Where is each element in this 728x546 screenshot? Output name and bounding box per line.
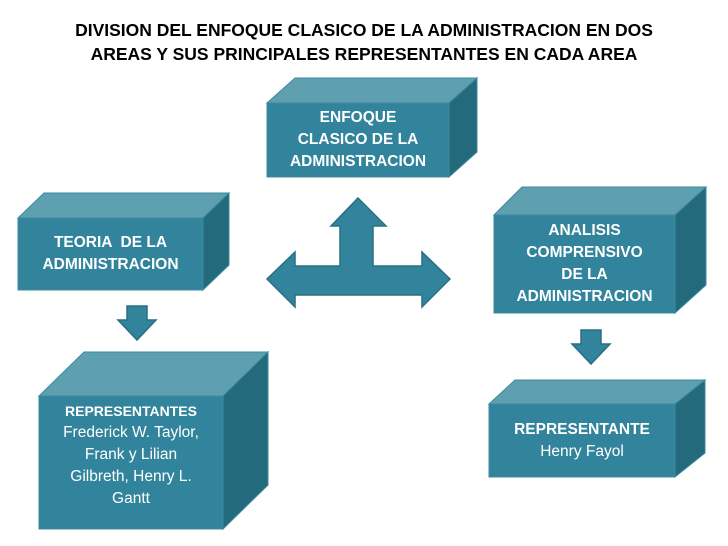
text-line: ADMINISTRACION: [516, 288, 653, 305]
title-line-1: DIVISION DEL ENFOQUE CLASICO DE LA ADMIN…: [75, 20, 653, 40]
text-line: ADMINISTRACION: [289, 153, 427, 170]
representantes-label: REPRESENTANTES Frederick W. Taylor, Fran…: [39, 396, 223, 514]
text-line: Gilbreth, Henry L.: [70, 468, 192, 485]
text-line: COMPRENSIVO: [526, 244, 643, 261]
text-line: ANALISIS: [548, 222, 621, 239]
representantes-heading: REPRESENTANTES: [65, 403, 197, 419]
box-representantes: [37, 350, 270, 531]
title-line-2: AREAS Y SUS PRINCIPALES REPRESENTANTES E…: [90, 44, 638, 64]
box-teoria: [16, 191, 231, 292]
text-line: Gantt: [112, 490, 150, 507]
text-line: ADMINISTRACION: [42, 256, 179, 273]
text-line: TEORIA DE LA: [53, 234, 168, 251]
diagram-title: DIVISION DEL ENFOQUE CLASICO DE LA ADMIN…: [0, 18, 728, 66]
three-way-arrow-icon: [265, 196, 452, 309]
text-line: ENFOQUE: [319, 109, 397, 126]
representante-heading: REPRESENTANTE: [514, 420, 650, 438]
representante-label: REPRESENTANTE Henry Fayol: [489, 404, 675, 477]
text-line: Frank y Lilian: [84, 446, 178, 463]
enfoque-label: ENFOQUE CLASICO DE LA ADMINISTRACION: [267, 103, 449, 177]
analisis-label: ANALISIS COMPRENSIVO DE LA ADMINISTRACIO…: [494, 215, 675, 313]
arrow-down-right-icon: [570, 329, 612, 366]
box-representante: [487, 378, 707, 479]
teoria-label: TEORIA DE LA ADMINISTRACION: [18, 218, 203, 290]
text-line: CLASICO DE LA: [297, 131, 419, 148]
arrow-down-left-icon: [116, 305, 158, 342]
box-analisis: [492, 185, 708, 315]
text-line: Henry Fayol: [540, 442, 624, 460]
text-line: Frederick W. Taylor,: [63, 424, 199, 441]
box-enfoque: [265, 76, 479, 179]
text-line: DE LA: [561, 266, 608, 283]
